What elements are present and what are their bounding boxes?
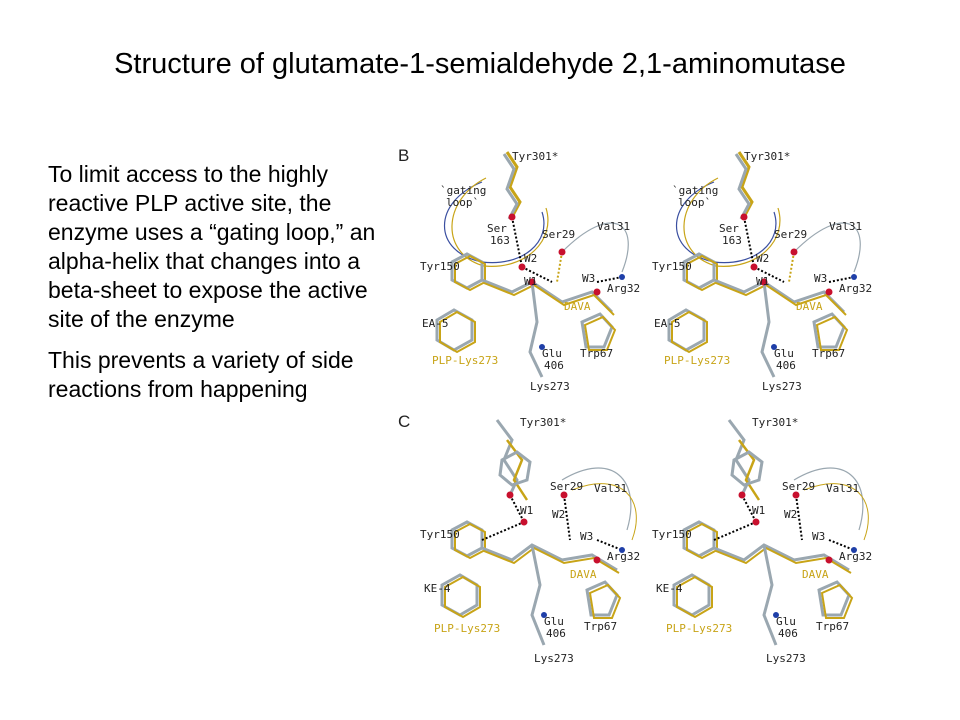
svg-text:W2: W2 — [552, 508, 565, 521]
svg-text:DAVA: DAVA — [564, 300, 591, 313]
svg-text:Arg32: Arg32 — [607, 282, 640, 295]
svg-text:W1: W1 — [520, 504, 533, 517]
svg-text:Ser29: Ser29 — [542, 228, 575, 241]
svg-text:Arg32: Arg32 — [607, 550, 640, 563]
svg-text:Ser: Ser — [487, 222, 507, 235]
svg-text:Tyr150: Tyr150 — [420, 528, 460, 541]
svg-text:Lys273: Lys273 — [534, 652, 574, 665]
svg-text:406: 406 — [544, 359, 564, 372]
svg-text:163: 163 — [490, 234, 510, 247]
panel-b-figure: Tyr301* `gating loop` Ser 163 Ser29 Val3… — [412, 142, 912, 402]
svg-text:Glu: Glu — [544, 615, 564, 628]
svg-text:W3: W3 — [580, 530, 593, 543]
svg-text:406: 406 — [546, 627, 566, 640]
body-text: To limit access to the highly reactive P… — [48, 160, 378, 416]
slide-title: Structure of glutamate-1-semialdehyde 2,… — [114, 48, 846, 80]
panel-c-label: C — [398, 412, 411, 431]
svg-text:Ser29: Ser29 — [550, 480, 583, 493]
svg-text:PLP-Lys273: PLP-Lys273 — [432, 354, 498, 367]
svg-text:loop`: loop` — [446, 196, 479, 209]
panel-b-label: B — [398, 146, 410, 165]
svg-text:`gating: `gating — [440, 184, 486, 197]
svg-text:Tyr301*: Tyr301* — [512, 150, 558, 163]
panel-c-figure: Tyr301* Ser29 Val31 W2 W1 W3 Tyr150 Arg3… — [412, 410, 912, 670]
svg-text:Tyr150: Tyr150 — [420, 260, 460, 273]
svg-text:Trp67: Trp67 — [584, 620, 617, 633]
svg-text:Lys273: Lys273 — [530, 380, 570, 393]
svg-text:PLP-Lys273: PLP-Lys273 — [434, 622, 500, 635]
svg-text:W2: W2 — [524, 252, 537, 265]
svg-text:Glu: Glu — [542, 347, 562, 360]
svg-text:EA-5: EA-5 — [422, 317, 449, 330]
svg-text:Val31: Val31 — [594, 482, 627, 495]
paragraph-gating-loop: To limit access to the highly reactive P… — [48, 161, 376, 332]
svg-text:KE-4: KE-4 — [424, 582, 451, 595]
svg-text:W3: W3 — [582, 272, 595, 285]
svg-text:Trp67: Trp67 — [580, 347, 613, 360]
svg-text:W1: W1 — [524, 275, 537, 288]
svg-text:DAVA: DAVA — [570, 568, 597, 581]
paragraph-side-reactions: This prevents a variety of side reaction… — [48, 347, 354, 402]
svg-text:Tyr301*: Tyr301* — [520, 416, 566, 429]
svg-text:Val31: Val31 — [597, 220, 630, 233]
